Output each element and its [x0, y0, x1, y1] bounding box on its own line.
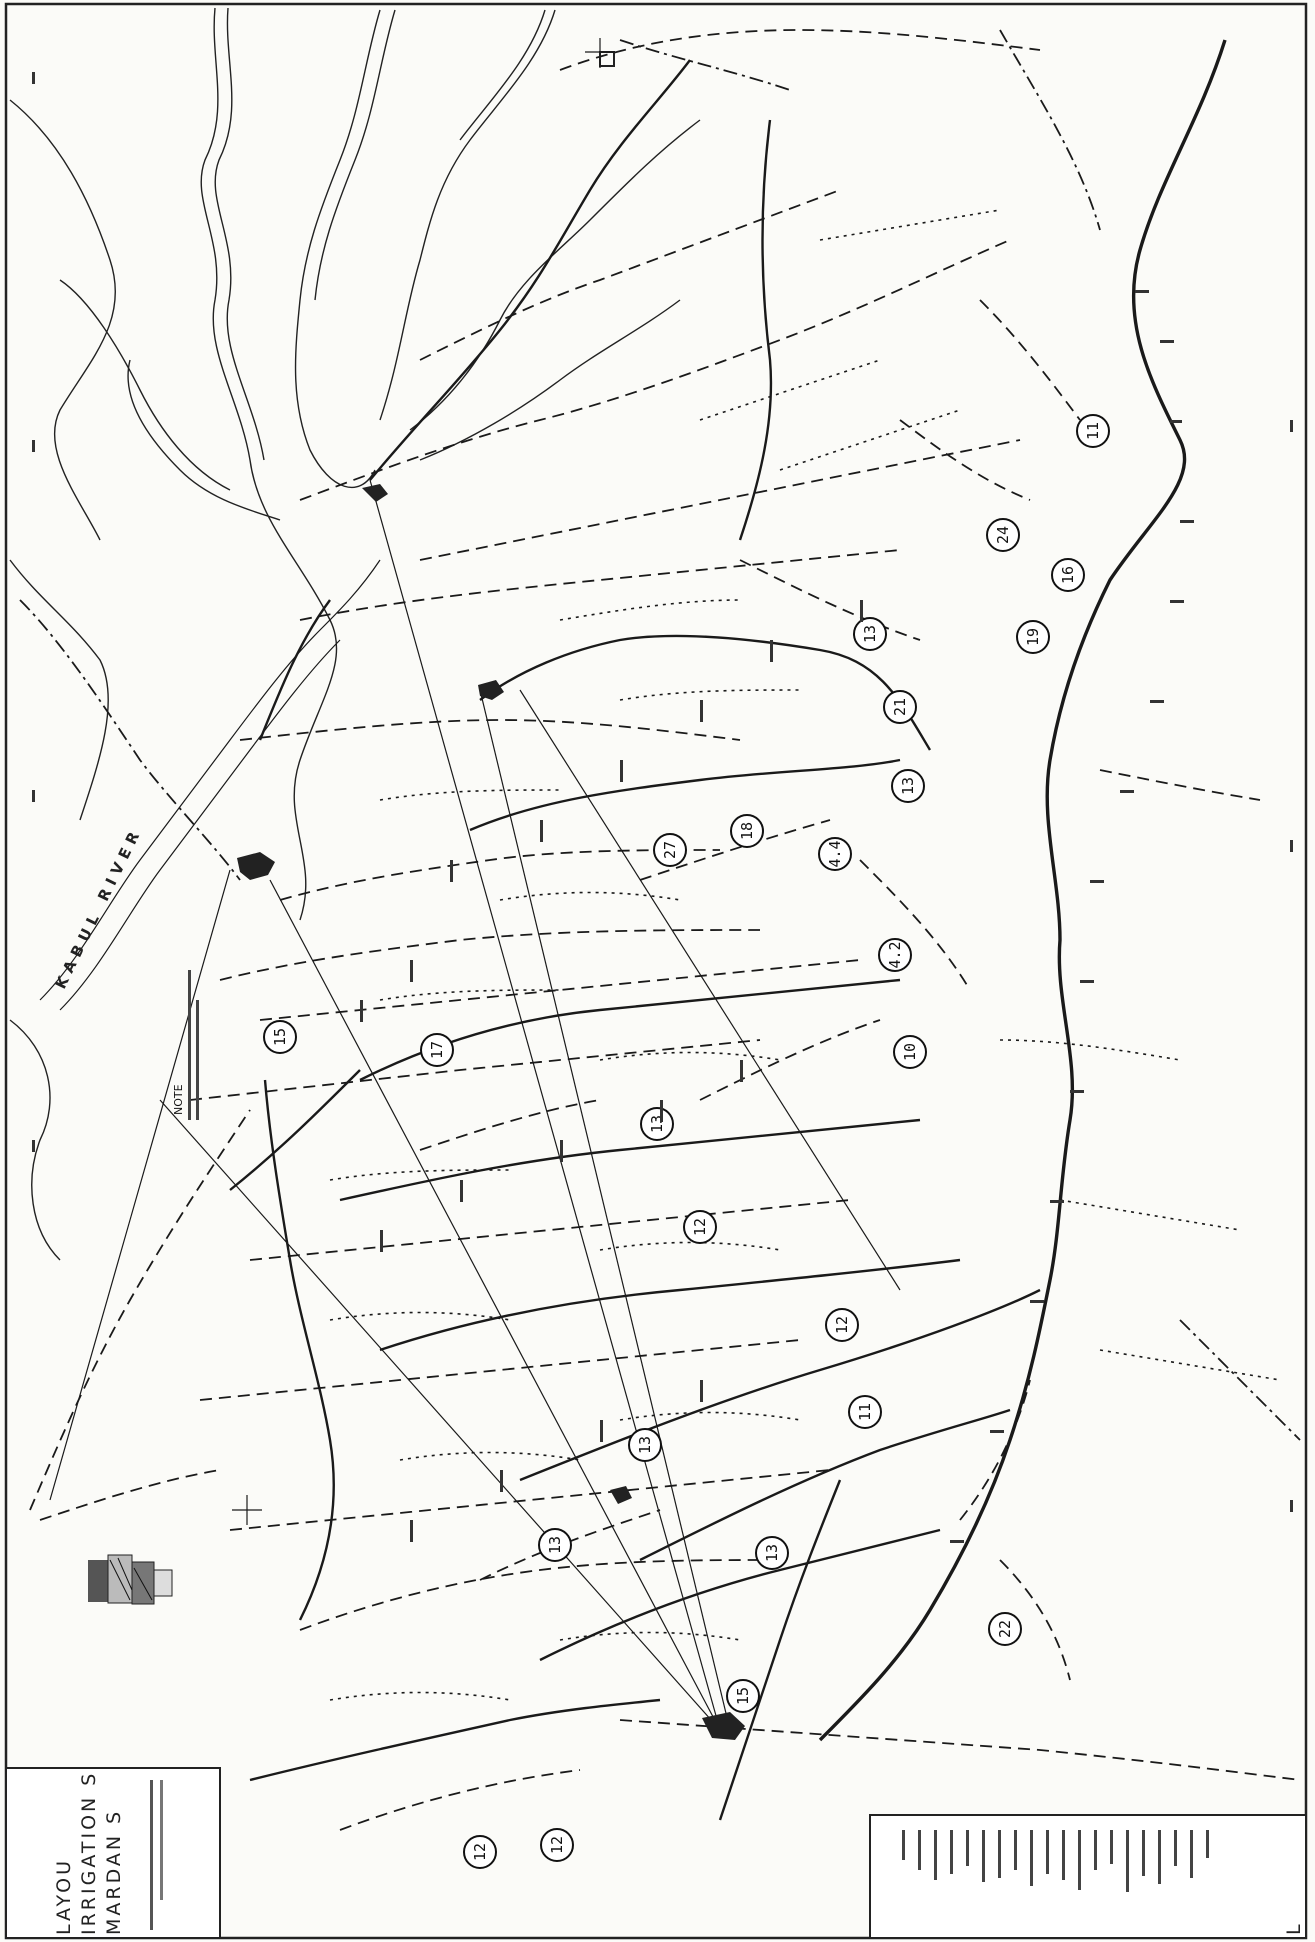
zone-marker: 10: [893, 1035, 927, 1069]
zone-label: 16: [1059, 566, 1077, 584]
zone-marker: 24: [986, 518, 1020, 552]
zone-circle: [988, 1612, 1022, 1646]
zone-marker: 13: [640, 1107, 674, 1141]
title-line-1: MARDAN S: [103, 1809, 125, 1935]
zone-marker: 13: [538, 1528, 572, 1562]
zone-circle: [986, 518, 1020, 552]
title-line-2: IRRIGATION S: [78, 1771, 100, 1935]
zone-circle: [730, 814, 764, 848]
zone-marker: 11: [848, 1395, 882, 1429]
legend-patches: [88, 1554, 173, 1605]
zone-marker: 11: [1076, 414, 1110, 448]
command-area-zones: 11 16 19 24 21 4.4 4.2 13 13 18 27 15 17 13 12 10 12 11 13…: [263, 414, 1110, 1869]
note-label: NOTE: [172, 1084, 185, 1115]
zone-marker: 4.4: [818, 837, 852, 871]
zone-label: 10: [901, 1043, 919, 1061]
zone-circle: [825, 1308, 859, 1342]
kabul-river: [39, 559, 381, 1011]
legend-box: L: [869, 1814, 1307, 1939]
zone-label: 27: [661, 841, 679, 859]
zone-marker: 12: [683, 1210, 717, 1244]
zone-circle: [628, 1428, 662, 1462]
survey-lines: [49, 479, 901, 1731]
zone-circle: [683, 1210, 717, 1244]
zone-label: 11: [856, 1403, 874, 1421]
zone-circle: [1051, 558, 1085, 592]
zone-circle: [1076, 414, 1110, 448]
zone-circle: [463, 1835, 497, 1869]
zone-label: 13: [861, 625, 879, 643]
main-canals: [229, 39, 1227, 1821]
zone-circle: [640, 1107, 674, 1141]
zone-label: 12: [471, 1843, 489, 1861]
zone-circle: [853, 617, 887, 651]
zone-marker: 12: [463, 1835, 497, 1869]
river-network: [9, 7, 701, 1261]
zone-marker: 22: [988, 1612, 1022, 1646]
zone-circle: [538, 1528, 572, 1562]
zone-marker: 12: [825, 1308, 859, 1342]
sheet-border: [4, 2, 1308, 1940]
settlements: [237, 51, 745, 1740]
zone-circle: [893, 1035, 927, 1069]
zone-marker: 15: [263, 1020, 297, 1054]
zone-label: 21: [891, 698, 909, 716]
zone-marker: 13: [891, 769, 925, 803]
zone-marker: 13: [755, 1536, 789, 1570]
zone-label: 24: [994, 526, 1012, 544]
small-annotations: [32, 72, 1293, 1543]
zone-label: 18: [738, 822, 756, 840]
zone-circle: [755, 1536, 789, 1570]
zone-label: 15: [271, 1028, 289, 1046]
zone-label: 12: [691, 1218, 709, 1236]
zone-marker: 15: [726, 1679, 760, 1713]
zone-circle: [883, 690, 917, 724]
zone-marker: 21: [883, 690, 917, 724]
zone-label: 4.2: [886, 941, 904, 968]
title-block: MARDAN S IRRIGATION S LAYOU: [5, 1767, 221, 1939]
zone-marker: 19: [1016, 620, 1050, 654]
zone-circle: [653, 833, 687, 867]
zone-marker: 17: [420, 1033, 454, 1067]
zone-label: 22: [996, 1620, 1014, 1638]
zone-marker: 13: [853, 617, 887, 651]
zone-circle: [263, 1020, 297, 1054]
boundaries: [19, 29, 1301, 1441]
zone-label: 13: [648, 1115, 666, 1133]
zone-label: 13: [763, 1544, 781, 1562]
zone-circle: [540, 1828, 574, 1862]
zone-label: 13: [546, 1536, 564, 1554]
zone-label: 12: [833, 1316, 851, 1334]
zone-marker: 12: [540, 1828, 574, 1862]
legend-partial-letter: L: [1283, 1921, 1305, 1935]
note-block: NOTE: [172, 970, 199, 1120]
zone-circle: [726, 1679, 760, 1713]
zone-label: 11: [1084, 422, 1102, 440]
zone-marker: 27: [653, 833, 687, 867]
title-line-3: LAYOU: [53, 1858, 75, 1935]
zone-circle: [818, 837, 852, 871]
zone-label: 13: [636, 1436, 654, 1454]
zone-marker: 18: [730, 814, 764, 848]
zone-marker: 16: [1051, 558, 1085, 592]
zone-circle: [420, 1033, 454, 1067]
zone-circle: [848, 1395, 882, 1429]
zone-label: 12: [548, 1836, 566, 1854]
zone-label: 15: [734, 1687, 752, 1705]
zone-circle: [878, 938, 912, 972]
zone-label: 19: [1024, 628, 1042, 646]
zone-label: 13: [899, 777, 917, 795]
crosshairs: [232, 38, 615, 1525]
zone-circle: [1016, 620, 1050, 654]
zone-circle: [891, 769, 925, 803]
zone-label: 17: [428, 1041, 446, 1059]
zone-label: 4.4: [826, 840, 844, 867]
zone-marker: 4.2: [878, 938, 912, 972]
minors: [329, 209, 1281, 1701]
river-label: KABUL RIVER: [51, 824, 145, 992]
distributaries: [29, 29, 1301, 1831]
zone-marker: 13: [628, 1428, 662, 1462]
